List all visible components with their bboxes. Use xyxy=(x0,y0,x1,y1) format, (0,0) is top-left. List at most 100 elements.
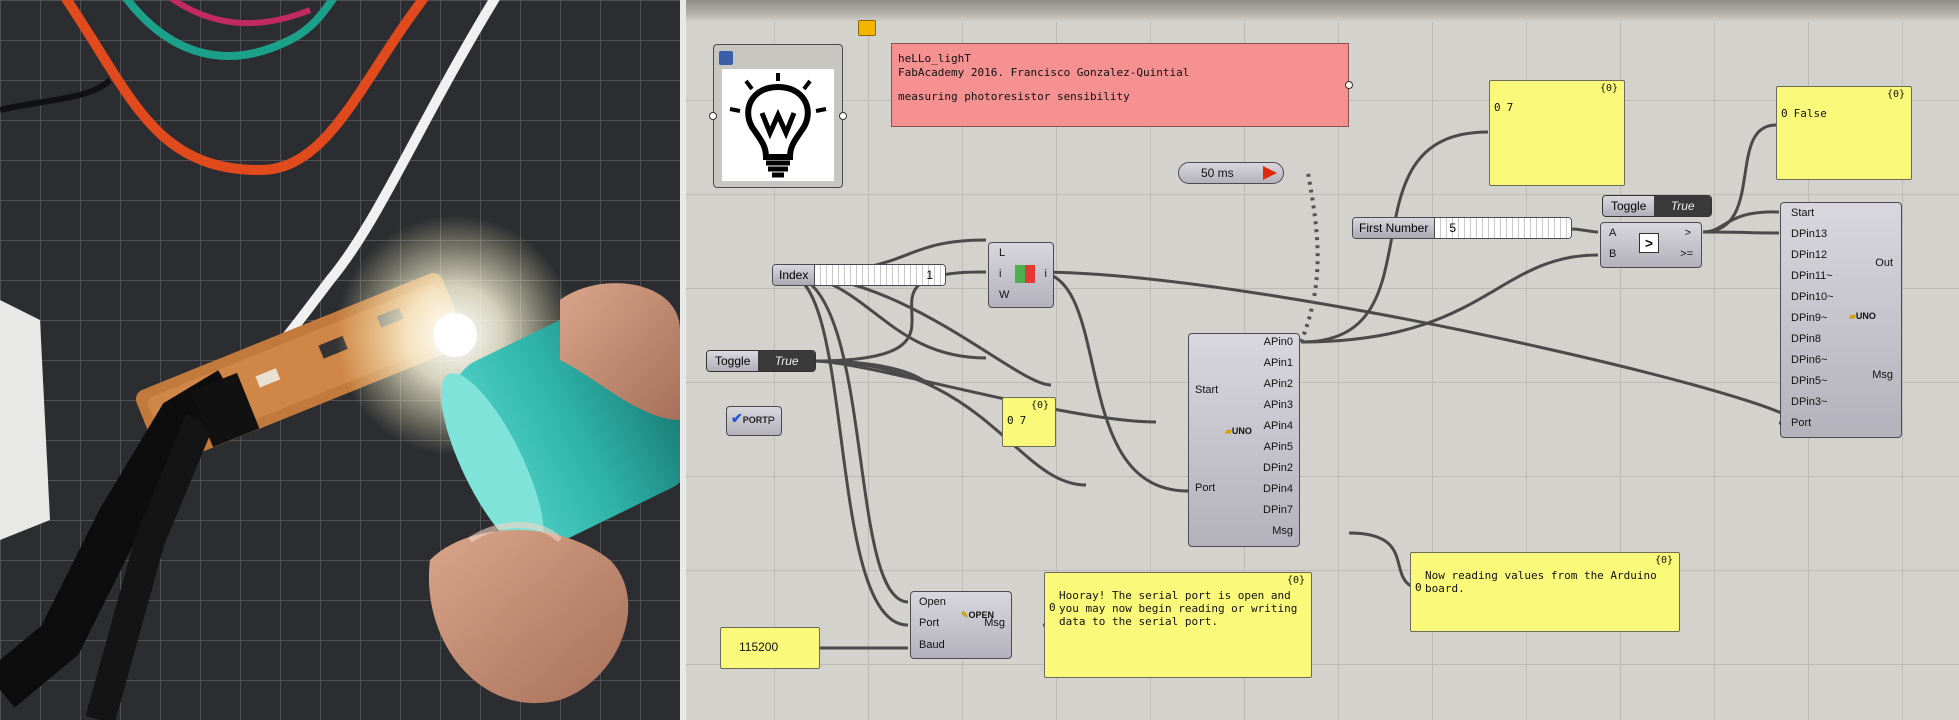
panel-header: {0} xyxy=(1286,575,1305,586)
uno-write-input-port[interactable]: Port xyxy=(1791,417,1812,429)
image-divider xyxy=(680,0,686,720)
uno-write-icon: ▰UNO xyxy=(1849,311,1876,321)
compare-input-b[interactable]: B xyxy=(1609,248,1617,260)
panel-header: {0} xyxy=(1599,83,1618,94)
uno-read-output-msg[interactable]: Msg xyxy=(1272,525,1293,537)
uno-read-output-apin0[interactable]: APin0 xyxy=(1263,336,1293,348)
uno-write-output-msg[interactable]: Msg xyxy=(1872,369,1893,381)
uno-read-output-apin4[interactable]: APin4 xyxy=(1263,420,1293,432)
index-slider-track[interactable]: 1 xyxy=(815,265,945,285)
open-icon: ✎OPEN xyxy=(961,610,995,620)
uno-write-input-dpin10[interactable]: DPin10~ xyxy=(1791,291,1834,303)
uno-read-output-dpin4[interactable]: DPin4 xyxy=(1263,483,1293,495)
scribble-output-grip[interactable] xyxy=(1345,81,1353,89)
panel-header: {0} xyxy=(1886,89,1905,100)
first-number-slider-label: First Number xyxy=(1353,218,1436,238)
grasshopper-canvas[interactable]: heLLo_lighT FabAcademy 2016. Francisco G… xyxy=(686,0,1959,720)
save-icon[interactable] xyxy=(719,51,733,65)
open-input-baud[interactable]: Baud xyxy=(919,639,945,651)
panel-index: 0 xyxy=(1494,101,1501,114)
port-icon-check: ✔ xyxy=(731,410,743,426)
wire xyxy=(1035,270,1189,493)
panel-text: Hooray! The serial port is open and you … xyxy=(1059,589,1305,628)
toggle-start-value[interactable]: True xyxy=(758,351,815,371)
list-item-output-i[interactable]: i xyxy=(1044,268,1047,280)
baud-panel[interactable]: 115200 xyxy=(720,627,820,669)
panel-text: False xyxy=(1793,107,1827,120)
open-input-port[interactable]: Port xyxy=(919,617,940,629)
wire xyxy=(1300,253,1599,344)
uno-write-input-dpin8[interactable]: DPin8 xyxy=(1791,333,1821,345)
uno-write-input-dpin6[interactable]: DPin6~ xyxy=(1791,354,1828,366)
timer-label: 50 ms xyxy=(1201,166,1234,180)
toggle-write-start-value[interactable]: True xyxy=(1654,196,1711,216)
port-output-P[interactable]: P xyxy=(767,415,775,427)
list-item-input-W[interactable]: W xyxy=(999,289,1010,301)
tooltip-flag-icon xyxy=(858,20,876,36)
uno-read-input-port[interactable]: Port xyxy=(1195,482,1216,494)
uno-read-node[interactable]: Start Port ▰UNO APin0 APin1 APin2 APin3 … xyxy=(1188,333,1300,547)
compare-output-gte[interactable]: >= xyxy=(1680,248,1693,260)
uno-write-input-start[interactable]: Start xyxy=(1791,207,1815,219)
list-item-input-L[interactable]: L xyxy=(999,247,1006,259)
uno-write-input-dpin9[interactable]: DPin9~ xyxy=(1791,312,1828,324)
open-input-open[interactable]: Open xyxy=(919,596,946,608)
uno-read-output-apin3[interactable]: APin3 xyxy=(1263,399,1293,411)
uno-read-output-apin5[interactable]: APin5 xyxy=(1263,441,1293,453)
panel-text: Now reading values from the Arduino boar… xyxy=(1425,569,1664,595)
uno-read-output-dpin2[interactable]: DPin2 xyxy=(1263,462,1293,474)
toggle-start-label: Toggle xyxy=(707,351,759,371)
lightbulb-sketch-icon xyxy=(722,69,834,181)
open-output-msg[interactable]: Msg xyxy=(984,617,1005,629)
list-item-node[interactable]: L i W i xyxy=(988,242,1054,308)
uno-read-output-dpin7[interactable]: DPin7 xyxy=(1263,504,1293,516)
compare-node[interactable]: A B > > >= xyxy=(1600,222,1702,268)
toggle-start[interactable]: Toggle True xyxy=(706,350,816,372)
compare-input-a[interactable]: A xyxy=(1609,227,1617,239)
uno-read-icon: ▰UNO xyxy=(1225,426,1252,436)
first-number-slider[interactable]: First Number 5 xyxy=(1352,217,1572,239)
wire xyxy=(1702,230,1780,235)
timer-node[interactable]: 50 ms xyxy=(1178,162,1284,184)
port-node[interactable]: ✔PORT P xyxy=(726,406,782,436)
uno-read-output-apin2[interactable]: APin2 xyxy=(1263,378,1293,390)
scribble-line-1: heLLo_lighT xyxy=(898,52,971,65)
scribble-line-2: FabAcademy 2016. Francisco Gonzalez-Quin… xyxy=(898,66,1190,79)
uno-write-node[interactable]: Start DPin13 DPin12 DPin11~ DPin10~ DPin… xyxy=(1780,202,1902,438)
compare-output-gt[interactable]: > xyxy=(1684,227,1691,239)
play-arrow-icon xyxy=(1263,166,1277,180)
panel-index: 0 xyxy=(1049,601,1056,614)
node-output-grip[interactable] xyxy=(839,112,847,120)
open-port-node[interactable]: Open Port Baud ✎OPEN Msg xyxy=(910,591,1012,659)
uno-write-input-dpin3[interactable]: DPin3~ xyxy=(1791,396,1828,408)
uno-write-input-dpin13[interactable]: DPin13 xyxy=(1791,228,1828,240)
node-input-grip[interactable] xyxy=(709,112,717,120)
uno-write-input-dpin12[interactable]: DPin12 xyxy=(1791,249,1828,261)
panel-index: 0 xyxy=(1007,414,1014,427)
uno-write-output-out[interactable]: Out xyxy=(1875,257,1893,269)
uno-read-output-apin1[interactable]: APin1 xyxy=(1263,357,1293,369)
wire xyxy=(785,272,909,627)
uno-write-input-dpin5[interactable]: DPin5~ xyxy=(1791,375,1828,387)
uno-read-input-start[interactable]: Start xyxy=(1195,384,1219,396)
toggle-write-start[interactable]: Toggle True xyxy=(1602,195,1712,217)
uno-write-input-dpin11[interactable]: DPin11~ xyxy=(1791,270,1833,282)
wire xyxy=(785,272,909,604)
index-slider-label: Index xyxy=(773,265,816,285)
toggle-write-start-label: Toggle xyxy=(1603,196,1655,216)
scribble-note[interactable]: heLLo_lighT FabAcademy 2016. Francisco G… xyxy=(891,43,1349,127)
index-slider-value: 1 xyxy=(926,268,933,282)
baud-value: 115200 xyxy=(739,640,779,654)
image-sampler-node[interactable] xyxy=(713,44,843,188)
first-number-slider-value: 5 xyxy=(1449,221,1457,235)
index-slider[interactable]: Index 1 xyxy=(772,264,946,286)
canvas-top-bar xyxy=(686,0,1959,22)
list-item-input-i[interactable]: i xyxy=(999,268,1002,280)
first-number-slider-track[interactable]: 5 xyxy=(1435,218,1571,238)
port-icon: ✔PORT xyxy=(731,410,768,426)
